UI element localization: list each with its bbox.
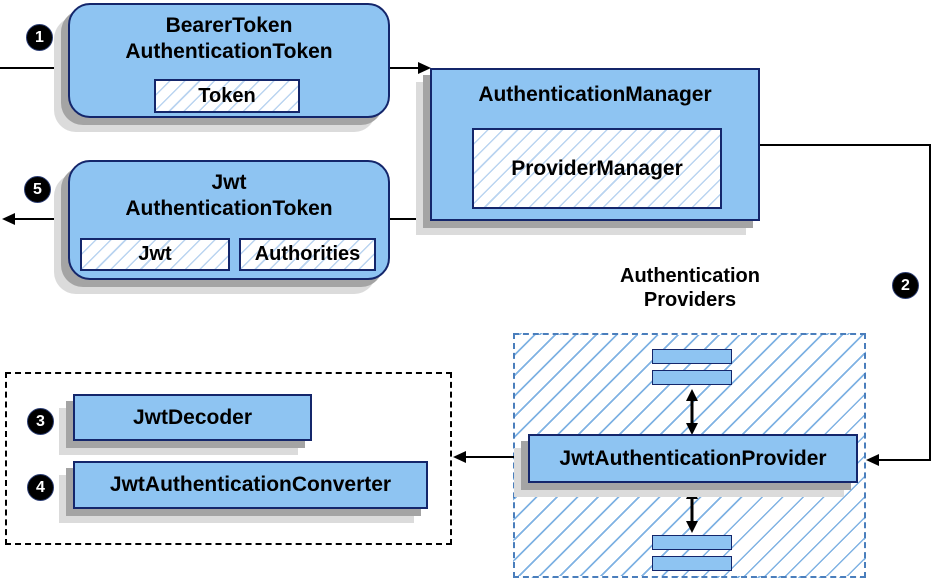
provider-placeholder-bar [652,535,732,550]
token-field: Token [154,79,300,113]
bearer-token-title-line1: BearerToken [165,14,293,37]
double-arrow-upper [686,389,698,435]
providers-label-line2: Providers [643,289,737,311]
step-1-badge: 1 [26,24,53,51]
provider-placeholder-bar [652,556,732,571]
bearer-token-node-title: BearerToken AuthenticationToken [70,5,388,65]
jwt-token-title-line2: AuthenticationToken [125,197,333,220]
step-4-badge: 4 [27,474,54,501]
step-2-badge: 2 [892,272,919,299]
jwt-field: Jwt [80,238,230,271]
jwt-authentication-provider-node: JwtAuthenticationProvider [528,434,858,483]
authentication-providers-label: Authentication Providers [565,264,815,312]
providers-label-line1: Authentication [620,265,760,287]
authentication-manager-title: AuthenticationManager [478,83,712,106]
jwt-token-title-line1: Jwt [211,171,247,194]
jwt-authentication-converter-node: JwtAuthenticationConverter [73,461,428,509]
step-3-badge: 3 [27,408,54,435]
provider-manager-field: ProviderManager [472,128,722,209]
jwt-token-node-title: Jwt AuthenticationToken [70,162,388,222]
authorities-field: Authorities [239,238,376,271]
double-arrow-lower [686,487,698,533]
bearer-token-authentication-token-node: BearerToken AuthenticationToken Token [68,3,390,118]
provider-placeholder-bar [652,349,732,364]
jwt-decoder-node: JwtDecoder [73,394,312,441]
provider-placeholder-bar [652,370,732,385]
step-5-badge: 5 [24,176,51,203]
authentication-manager-node: AuthenticationManager ProviderManager [430,68,760,221]
arrow-provider-to-decoder [453,451,528,463]
bearer-token-title-line2: AuthenticationToken [125,40,333,63]
arrow-manager-to-provider [760,144,931,466]
jwt-authentication-token-node: Jwt AuthenticationToken Jwt Authorities [68,160,390,280]
